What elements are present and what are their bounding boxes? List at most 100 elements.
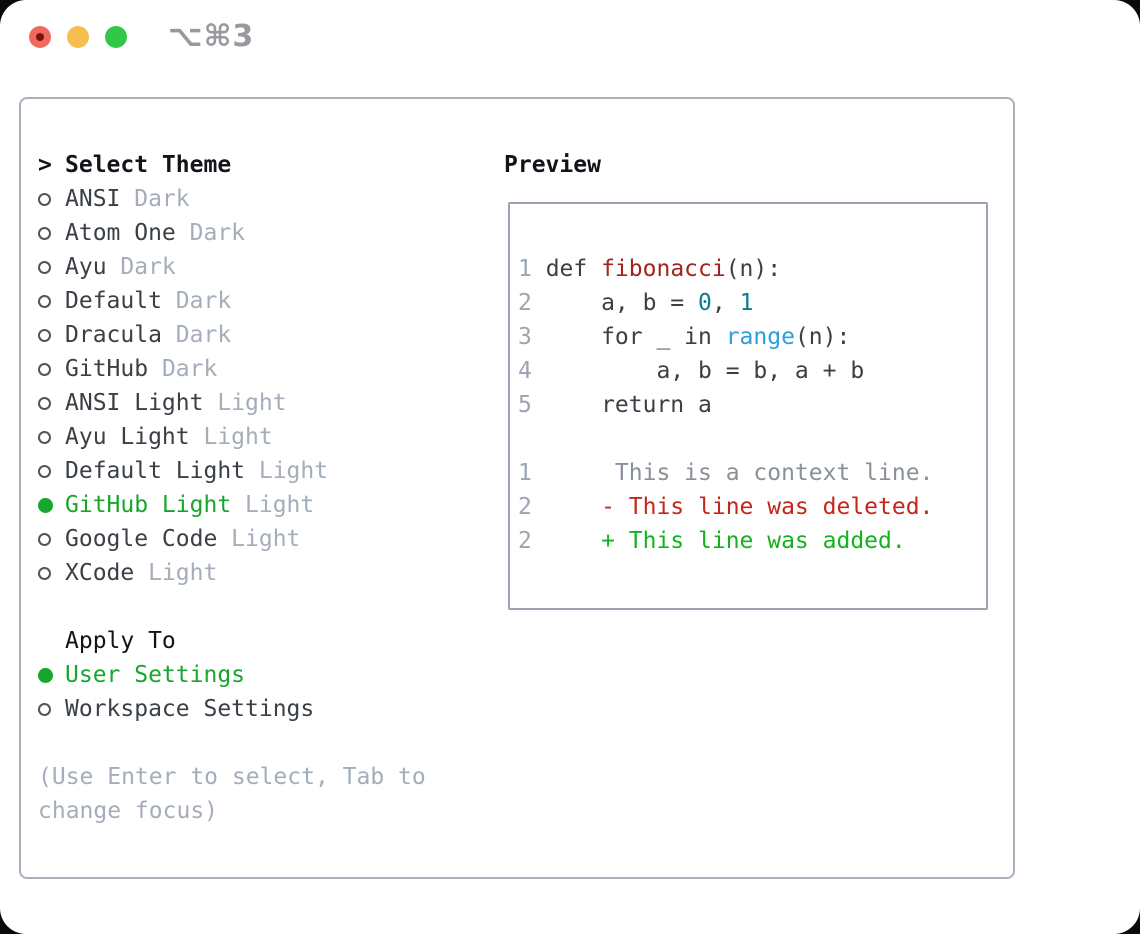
theme-variant-label: Dark — [175, 322, 232, 348]
radio-unselected-icon — [38, 566, 65, 580]
select-theme-title: Select Theme — [65, 152, 232, 178]
theme-option[interactable]: Default Light Light — [38, 454, 426, 488]
radio-unselected-icon — [38, 328, 65, 342]
preview-line — [518, 422, 986, 456]
radio-circle-icon — [38, 430, 51, 444]
theme-option[interactable]: Atom One Dark — [38, 216, 426, 250]
preview-line: 3 for _ in range(n): — [518, 320, 986, 354]
theme-variant-label: Light — [217, 390, 287, 416]
preview-line: 1 This is a context line. — [518, 456, 986, 490]
theme-name: Default Light — [65, 458, 246, 484]
radio-unselected-icon — [38, 192, 65, 206]
apply-to-option-label: User Settings — [65, 662, 246, 688]
minimize-button[interactable] — [67, 26, 89, 48]
line-number: 1 — [518, 460, 532, 486]
apply-to-option-label: Workspace Settings — [65, 696, 315, 722]
code-token: (n): — [725, 256, 782, 282]
radio-unselected-icon — [38, 226, 65, 240]
radio-unselected-icon — [38, 430, 65, 444]
theme-variant-label: Dark — [189, 220, 246, 246]
spacer — [38, 590, 426, 624]
radio-unselected-icon — [38, 702, 65, 716]
hint-line: change focus) — [38, 798, 219, 824]
radio-circle-icon — [38, 192, 51, 206]
theme-name: ANSI Light — [65, 390, 204, 416]
code-token: return a — [545, 392, 712, 418]
radio-circle-icon — [38, 260, 51, 274]
theme-variant-label: Dark — [161, 356, 218, 382]
code-token: 0 — [698, 290, 712, 316]
theme-variant-label: Light — [148, 560, 218, 586]
radio-circle-icon — [38, 497, 53, 513]
apply-to-option[interactable]: Workspace Settings — [38, 692, 426, 726]
theme-variant-label: Dark — [120, 254, 176, 280]
theme-option[interactable]: ANSI Dark — [38, 182, 426, 216]
radio-unselected-icon — [38, 464, 65, 478]
theme-option[interactable]: ANSI Light Light — [38, 386, 426, 420]
apply-to-option[interactable]: User Settings — [38, 658, 426, 692]
theme-variant-label: Dark — [134, 186, 190, 212]
theme-name: ANSI — [65, 186, 121, 212]
radio-circle-icon — [38, 464, 51, 478]
spacer — [38, 726, 426, 760]
preview-line: 2 + This line was added. — [518, 524, 986, 558]
line-number: 2 — [518, 290, 532, 316]
theme-name: GitHub Light — [65, 492, 232, 518]
code-token: + This line was added. — [545, 528, 906, 554]
prompt-icon: > — [38, 152, 52, 178]
theme-name: Default — [65, 288, 162, 314]
preview-line: 2 - This line was deleted. — [518, 490, 986, 524]
close-modified-dot-icon — [36, 33, 44, 41]
line-number: 4 — [518, 358, 532, 384]
theme-option[interactable]: Default Dark — [38, 284, 426, 318]
code-token: This is a context line. — [545, 460, 934, 486]
close-button[interactable] — [29, 26, 51, 48]
radio-circle-icon — [38, 667, 53, 683]
radio-circle-icon — [38, 328, 51, 342]
line-number: 1 — [518, 256, 532, 282]
radio-unselected-icon — [38, 260, 65, 274]
radio-unselected-icon — [38, 362, 65, 376]
apply-to-header: Apply To — [38, 624, 426, 658]
line-number: 2 — [518, 528, 532, 554]
theme-variant-label: Light — [258, 458, 329, 484]
radio-selected-icon — [38, 667, 65, 683]
theme-variant-label: Dark — [175, 288, 232, 314]
apply-to-title: Apply To — [65, 628, 176, 654]
line-number: 5 — [518, 392, 532, 418]
preview-line: 2 a, b = 0, 1 — [518, 286, 986, 320]
radio-circle-icon — [38, 294, 51, 308]
code-token: (n): — [794, 324, 851, 350]
window-title: ⌥⌘3 — [168, 19, 255, 54]
code-token: for _ in — [545, 324, 726, 350]
theme-name: Google Code — [65, 526, 218, 552]
theme-variant-label: Light — [245, 492, 315, 518]
preview-line: 5 return a — [518, 388, 986, 422]
maximize-button[interactable] — [105, 26, 127, 48]
window-titlebar: ⌥⌘3 — [0, 0, 1140, 74]
theme-option[interactable]: GitHub Light Light — [38, 488, 426, 522]
code-token: a, b = — [545, 290, 699, 316]
radio-circle-icon — [38, 226, 51, 240]
select-theme-header: > Select Theme — [38, 148, 426, 182]
radio-circle-icon — [38, 566, 51, 580]
theme-name: Atom One — [65, 220, 176, 246]
line-number: 2 — [518, 494, 532, 520]
line-number: 3 — [518, 324, 532, 350]
code-token: range — [725, 324, 795, 350]
radio-unselected-icon — [38, 396, 65, 410]
